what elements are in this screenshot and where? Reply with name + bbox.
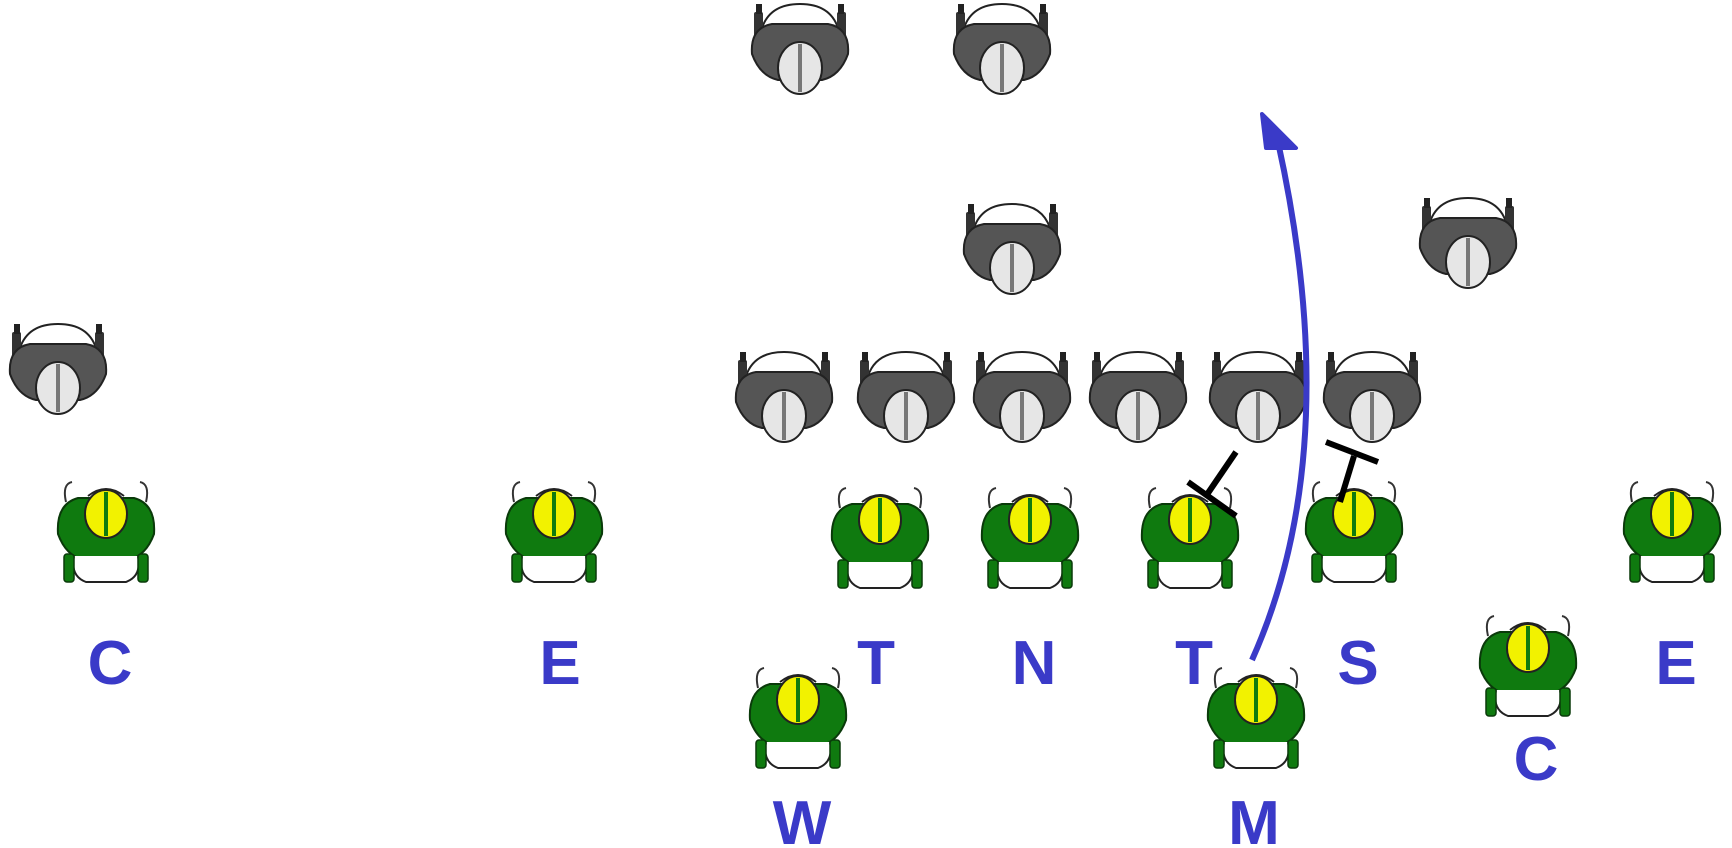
label-w: W (773, 789, 832, 848)
position-labels: C E T N T S E C W M (88, 629, 1697, 848)
offensive-player-icon (855, 350, 957, 444)
label-n: N (1012, 629, 1057, 698)
label-t-right: T (1175, 629, 1213, 698)
blitz-arrow (1249, 141, 1310, 662)
offensive-player-icon (1207, 350, 1309, 444)
defensive-player-icon (1139, 486, 1241, 590)
defensive-player-icon (747, 666, 849, 770)
defensive-player-icon (1205, 666, 1307, 770)
block-marker (1186, 450, 1239, 519)
defensive-player-icon (979, 486, 1081, 590)
block-markers (1186, 439, 1380, 519)
defensive-player-icon (829, 486, 931, 590)
label-m: M (1228, 789, 1280, 848)
offensive-player-icon (961, 202, 1063, 296)
defensive-player-icon (503, 480, 605, 584)
defense-group (55, 480, 1723, 770)
label-e-left: E (539, 629, 580, 698)
label-t-left: T (857, 629, 895, 698)
offensive-player-icon (7, 322, 109, 416)
offensive-player-icon (951, 2, 1053, 96)
offensive-player-icon (749, 2, 851, 96)
label-c-left: C (88, 629, 133, 698)
defensive-player-icon (1621, 480, 1723, 584)
block-marker (1324, 439, 1380, 503)
defensive-player-icon (1477, 614, 1579, 718)
label-e-right: E (1655, 629, 1696, 698)
label-s: S (1337, 629, 1378, 698)
offensive-player-icon (733, 350, 835, 444)
offensive-player-icon (1087, 350, 1189, 444)
offense-group (7, 2, 1519, 444)
offensive-player-icon (1321, 350, 1423, 444)
defensive-player-icon (55, 480, 157, 584)
offensive-player-icon (971, 350, 1073, 444)
label-c-right: C (1514, 725, 1559, 794)
offensive-player-icon (1417, 196, 1519, 290)
arrowhead-icon (1260, 112, 1298, 150)
defensive-player-icon (1303, 480, 1405, 584)
